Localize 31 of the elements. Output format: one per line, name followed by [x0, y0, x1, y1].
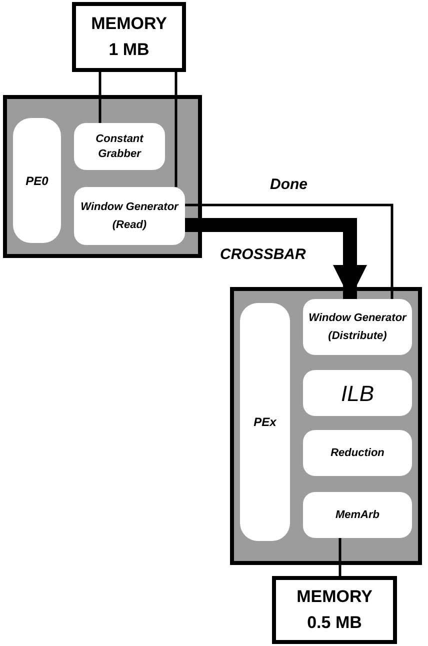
connector-line: [98, 72, 102, 123]
module-box: [303, 370, 412, 416]
node-label: MemArb: [335, 508, 380, 522]
connector-line: [174, 72, 178, 187]
module-box: [303, 430, 412, 476]
node-label: PEx: [254, 414, 276, 431]
node-label: 1 MB: [108, 39, 150, 61]
node-label: (Read): [112, 218, 147, 232]
node-label: MEMORY: [91, 13, 167, 35]
module-box: [74, 187, 185, 245]
node-label: PE0: [26, 172, 48, 190]
node-label: (Distribute): [328, 328, 387, 344]
connector-line: [185, 204, 394, 299]
node-label: ILB: [340, 386, 374, 400]
memory-box: [272, 576, 397, 644]
node-label: Window Generator: [308, 310, 406, 326]
node-label: Constant Grabber: [94, 132, 144, 162]
crossbar-arrow: [185, 218, 367, 299]
node-label: Window Generator: [80, 200, 178, 214]
module-box: [303, 492, 412, 538]
node-label: MEMORY: [296, 586, 372, 608]
node-label: Reduction: [330, 446, 384, 460]
node-label: 0.5 MB: [307, 612, 362, 634]
module-box: [74, 123, 165, 170]
memory-box: [72, 2, 186, 72]
board-panel: [3, 95, 202, 258]
connector-line: [338, 538, 342, 576]
module-box: [303, 299, 412, 355]
processing-element-box: [240, 303, 290, 541]
board-panel: [230, 287, 422, 565]
processing-element-box: [13, 118, 61, 243]
